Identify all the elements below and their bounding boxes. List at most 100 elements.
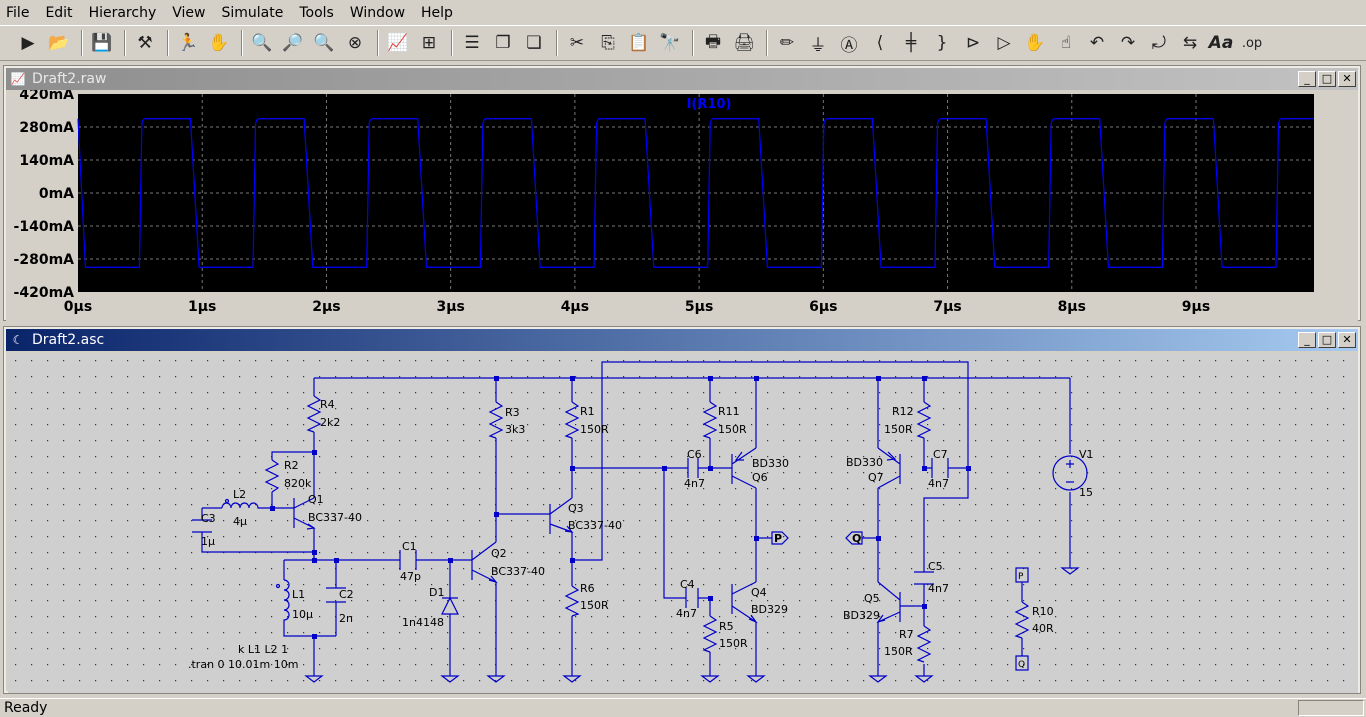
menu-view[interactable]: View <box>172 4 206 21</box>
trace-label[interactable]: I(R10) <box>687 97 732 112</box>
tile-vertical-icon[interactable]: ❏ <box>526 33 542 53</box>
trace-i-r10[interactable] <box>77 118 1314 268</box>
voltage-source-v1[interactable] <box>1052 455 1088 491</box>
transistor-q3[interactable] <box>549 497 574 534</box>
value-r4: 2k2 <box>320 416 340 429</box>
zoom-out-icon[interactable]: 🔍 <box>313 33 335 53</box>
resistor-r3[interactable] <box>488 401 504 439</box>
schematic-canvas[interactable]: R4 2k2 R2 820k Q1 BC337-40 L2 4µ C3 1µ L… <box>8 353 1358 693</box>
maximize-button[interactable]: □ <box>1318 71 1336 87</box>
close-button[interactable]: ✕ <box>1338 71 1356 87</box>
undo-icon[interactable]: ↶ <box>1089 33 1105 53</box>
move-icon[interactable]: ✋ <box>1024 33 1046 53</box>
capacitor-c5[interactable] <box>914 571 934 585</box>
cascade-icon[interactable]: ❐ <box>495 33 511 53</box>
resistor-r12[interactable] <box>916 401 932 439</box>
toolbar-separator <box>167 30 169 56</box>
spice-directive-icon[interactable]: .op <box>1241 35 1263 51</box>
component-icon[interactable]: ▷ <box>997 33 1011 53</box>
transistor-q7[interactable] <box>877 447 901 489</box>
inductor-l1[interactable] <box>275 579 290 622</box>
capacitor-c7[interactable] <box>931 458 949 478</box>
control-panel-icon[interactable]: ⚒ <box>137 33 153 53</box>
menu-file[interactable]: File <box>6 4 30 21</box>
resistor-r1[interactable] <box>564 401 580 439</box>
net-flag-p-r10[interactable] <box>1015 567 1029 583</box>
schematic-window-titlebar[interactable]: ☾ Draft2.asc _ □ ✕ <box>6 329 1358 351</box>
capacitor-icon[interactable]: ╪ <box>905 33 917 53</box>
value-q2: BC337-40 <box>491 565 545 578</box>
label-v1: V1 <box>1079 448 1094 461</box>
tile-horizontal-icon[interactable]: ☰ <box>464 33 480 53</box>
transistor-q1[interactable] <box>293 497 316 530</box>
menu-window[interactable]: Window <box>349 4 406 21</box>
minimize-button[interactable]: _ <box>1298 71 1316 87</box>
redo-icon[interactable]: ↷ <box>1120 33 1136 53</box>
transistor-q4[interactable] <box>731 581 758 624</box>
close-button[interactable]: ✕ <box>1338 332 1356 348</box>
net-flag-q[interactable] <box>845 531 863 545</box>
spice-directive-k[interactable]: k L1 L2 1 <box>238 643 288 656</box>
x-tick-label: 3µs <box>436 299 464 315</box>
cut-icon[interactable]: ✂ <box>569 33 585 53</box>
diode-d1[interactable] <box>441 596 459 615</box>
zoom-fit-icon[interactable]: ⊗ <box>347 33 363 53</box>
spice-directive-tran[interactable]: .tran 0 10.01m 10m <box>188 658 298 671</box>
run-icon[interactable]: ▶ <box>21 33 35 53</box>
resistor-icon[interactable]: ⟨ <box>876 33 884 53</box>
resistor-r7[interactable] <box>916 625 932 663</box>
capacitor-c6[interactable] <box>687 458 699 478</box>
menu-edit[interactable]: Edit <box>45 4 73 21</box>
inductor-icon[interactable]: } <box>936 33 948 53</box>
label-net-icon[interactable]: Ⓐ <box>840 35 858 56</box>
resistor-r6[interactable] <box>564 585 580 617</box>
waveform-window-titlebar[interactable]: 📈 Draft2.raw _ □ ✕ <box>6 68 1358 90</box>
inductor-l2[interactable] <box>221 498 260 509</box>
ground-icon[interactable]: ⏚ <box>809 35 827 56</box>
schematic-drawing[interactable]: R4 2k2 R2 820k Q1 BC337-40 L2 4µ C3 1µ L… <box>8 353 1358 693</box>
resistor-r4[interactable] <box>306 395 322 433</box>
grid-icon[interactable]: ⊞ <box>421 33 437 53</box>
save-icon[interactable]: 💾 <box>91 33 113 53</box>
resistor-r5[interactable] <box>702 615 718 653</box>
capacitor-c1[interactable] <box>399 550 417 570</box>
pause-run-icon[interactable]: 🏃 <box>177 33 199 53</box>
menu-help[interactable]: Help <box>421 4 453 21</box>
drag-icon[interactable]: ☝ <box>1060 33 1072 53</box>
open-folder-icon[interactable]: 📂 <box>48 33 70 53</box>
capacitor-c4[interactable] <box>685 588 699 608</box>
menu-hierarchy[interactable]: Hierarchy <box>88 4 157 21</box>
draw-wire-icon[interactable]: ✏ <box>779 33 795 53</box>
label-d1: D1 <box>429 586 444 599</box>
halt-icon[interactable]: ✋ <box>208 33 230 53</box>
rotate-icon[interactable]: ⤾ <box>1151 33 1167 53</box>
capacitor-c3[interactable] <box>192 519 212 533</box>
transistor-q6[interactable] <box>731 447 757 489</box>
menu-tools[interactable]: Tools <box>299 4 334 21</box>
menu-simulate[interactable]: Simulate <box>221 4 284 21</box>
copy-icon[interactable]: ⎘ <box>601 33 615 53</box>
net-flag-p[interactable] <box>771 531 789 545</box>
mirror-icon[interactable]: ⇆ <box>1182 33 1198 53</box>
resistor-r11[interactable] <box>702 401 718 439</box>
resistor-r10[interactable] <box>1014 601 1030 639</box>
find-icon[interactable]: 🔭 <box>659 33 681 53</box>
transistor-q2[interactable] <box>471 541 498 584</box>
minimize-button[interactable]: _ <box>1298 332 1316 348</box>
maximize-button[interactable]: □ <box>1318 332 1336 348</box>
transistor-q5[interactable] <box>876 581 901 624</box>
capacitor-c2[interactable] <box>326 587 346 603</box>
toolbar-separator <box>241 30 243 56</box>
diode-icon[interactable]: ⊳ <box>965 33 981 53</box>
text-icon[interactable]: Aa <box>1208 33 1234 53</box>
print-setup-icon[interactable]: 🖶 <box>704 31 722 52</box>
paste-icon[interactable]: 📋 <box>628 33 650 53</box>
print-icon[interactable]: 🖨 <box>733 33 755 53</box>
zoom-in-icon[interactable]: 🔍 <box>251 33 273 53</box>
zoom-pan-icon[interactable]: 🔎 <box>282 33 304 53</box>
net-flag-q-r10[interactable] <box>1015 655 1029 671</box>
resistor-r2[interactable] <box>264 459 280 493</box>
autorange-icon[interactable]: 📈 <box>387 33 409 53</box>
